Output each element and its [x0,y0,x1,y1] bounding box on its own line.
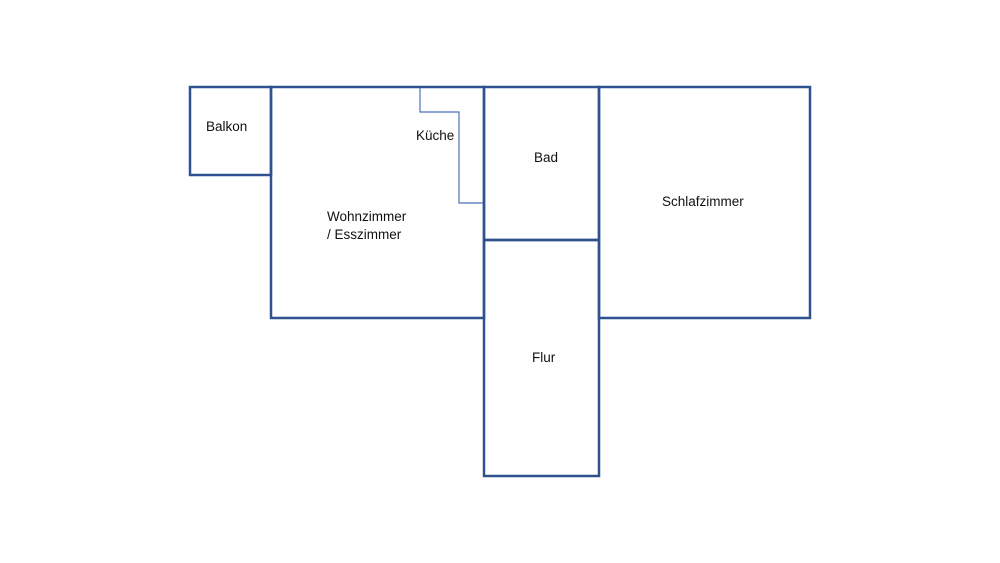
kitchen-divider [419,88,483,204]
label-kueche: Küche [416,128,454,143]
label-flur: Flur [532,350,556,365]
label-balkon: Balkon [206,119,247,134]
label-bad: Bad [534,150,558,165]
label-schlafzimmer: Schlafzimmer [662,194,744,209]
label-wohnzimmer-line2: / Esszimmer [327,227,402,242]
room-wohnzimmer [269,85,486,320]
label-wohnzimmer-line1: Wohnzimmer [327,209,407,224]
room-schlafzimmer [597,85,812,320]
room-flur [482,238,601,478]
